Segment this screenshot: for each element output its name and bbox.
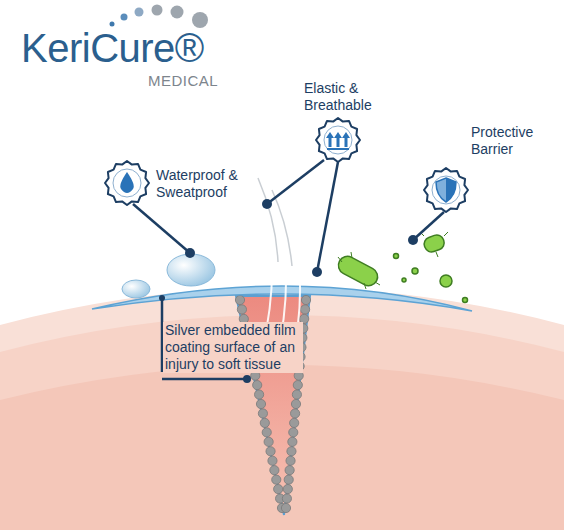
water-drop <box>167 254 215 286</box>
silver-dot <box>291 399 300 408</box>
silver-dot <box>260 418 269 427</box>
icon-ring <box>113 169 141 197</box>
silver-dot <box>281 503 290 512</box>
silver-dot <box>301 295 310 304</box>
water-drop <box>122 280 150 298</box>
callout-label: Elastic & Breathable <box>304 80 384 114</box>
silver-dot <box>256 399 265 408</box>
silver-dot <box>266 447 275 456</box>
callout-label: Protective Barrier <box>471 124 551 158</box>
arrow-shaft <box>329 137 332 147</box>
leader-dots <box>159 199 418 383</box>
icon-ring <box>432 176 460 204</box>
silver-dot <box>290 418 299 427</box>
silver-dot <box>264 437 273 446</box>
shield-half <box>446 178 456 202</box>
arrow-shaft <box>337 137 340 147</box>
silver-dot <box>272 475 281 484</box>
silver-dot <box>235 295 244 304</box>
drop-icon <box>120 172 134 193</box>
arrow-head <box>326 132 334 138</box>
arrow-base <box>327 148 349 150</box>
icon-badge <box>105 161 149 205</box>
silver-dot <box>290 409 299 418</box>
arrows-icon <box>326 132 350 150</box>
silver-dot <box>288 437 297 446</box>
silver-dot <box>262 428 271 437</box>
silver-dot <box>253 380 262 389</box>
badges <box>105 118 468 212</box>
leader-lines <box>133 160 444 379</box>
logo-dots <box>110 5 209 29</box>
silver-dot <box>258 409 267 418</box>
silver-dot <box>237 305 246 314</box>
shield-icon <box>436 178 456 202</box>
silver-dot <box>292 390 301 399</box>
silver-dot <box>283 484 292 493</box>
silver-dot <box>254 390 263 399</box>
silver-dot <box>268 456 277 465</box>
silver-dot <box>289 428 298 437</box>
silver-dot <box>287 447 296 456</box>
silver-dot <box>300 305 309 314</box>
silver-dot <box>285 466 294 475</box>
callout-label: Waterproof & Sweatproof <box>156 167 248 201</box>
icon-badge <box>424 168 468 212</box>
icon-ring <box>324 126 352 154</box>
silver-dot <box>274 484 283 493</box>
arrow-head <box>334 132 342 138</box>
bacteria <box>335 233 467 302</box>
silver-dot <box>286 456 295 465</box>
logo-subtitle: MEDICAL <box>148 72 228 89</box>
logo-text: KeriCure® <box>21 26 241 70</box>
silver-dot <box>282 494 291 503</box>
callout-label: Silver embedded film coating surface of … <box>163 322 303 373</box>
silver-dot <box>293 380 302 389</box>
silver-dot <box>284 475 293 484</box>
icon-badge <box>316 118 360 162</box>
arrow-head <box>342 132 350 138</box>
breath-lines <box>258 178 292 266</box>
silver-dot <box>270 466 279 475</box>
arrow-shaft <box>345 137 348 147</box>
